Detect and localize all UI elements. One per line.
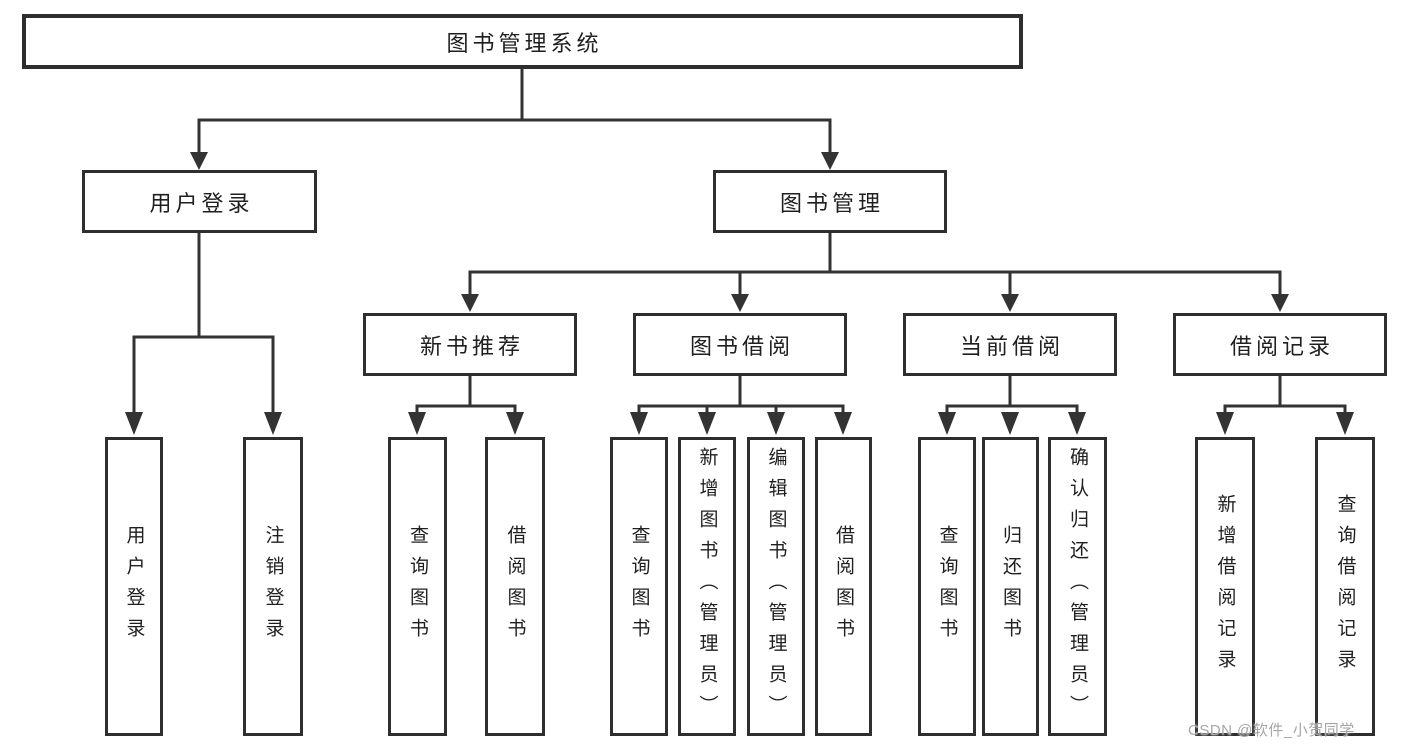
node-label: 借阅记录 xyxy=(1229,333,1334,359)
node-library-system: 图书管理系统 xyxy=(22,14,1023,69)
node-label: 当前借阅 xyxy=(959,333,1064,359)
leaf-add-borrow-record: 新增借阅记录 xyxy=(1195,437,1255,736)
leaf-label: 归还图书 xyxy=(1000,524,1021,649)
csdn-watermark: CSDN @软件_小贺同学 xyxy=(1188,722,1355,739)
node-label: 图书管理系统 xyxy=(446,30,603,56)
node-book-borrowing: 图书借阅 xyxy=(633,313,847,376)
node-label: 图书管理 xyxy=(779,190,884,216)
leaf-label: 确认归还（管理员） xyxy=(1067,447,1088,726)
node-label: 用户登录 xyxy=(149,190,254,216)
node-label: 图书借阅 xyxy=(689,333,794,359)
leaf-label: 查询图书 xyxy=(407,524,428,649)
leaf-label: 查询借阅记录 xyxy=(1334,493,1356,680)
node-new-book-recommendation: 新书推荐 xyxy=(363,313,577,376)
leaf-label: 用户登录 xyxy=(123,524,145,649)
node-label: 新书推荐 xyxy=(419,333,524,359)
leaf-label: 新增图书（管理员） xyxy=(696,447,718,726)
leaf-label: 借阅图书 xyxy=(504,524,526,649)
leaf-user-login: 用户登录 xyxy=(105,437,163,736)
leaf-return-books: 归还图书 xyxy=(982,437,1039,736)
leaf-logout-login: 注销登录 xyxy=(243,437,303,736)
leaf-confirm-return-admin: 确认归还（管理员） xyxy=(1048,437,1107,736)
leaf-borrow-books: 借阅图书 xyxy=(815,437,872,736)
node-borrowing-records: 借阅记录 xyxy=(1173,313,1387,376)
leaf-label: 查询图书 xyxy=(628,524,650,649)
leaf-query-books-recommend: 查询图书 xyxy=(388,437,447,736)
leaf-label: 注销登录 xyxy=(262,524,284,649)
node-user-login: 用户登录 xyxy=(82,170,317,233)
node-book-management: 图书管理 xyxy=(713,170,947,233)
leaf-borrow-books-recommend: 借阅图书 xyxy=(485,437,545,736)
node-current-borrowing: 当前借阅 xyxy=(903,313,1117,376)
leaf-add-books-admin: 新增图书（管理员） xyxy=(678,437,736,736)
leaf-query-books-borrow: 查询图书 xyxy=(610,437,668,736)
leaf-query-books-current: 查询图书 xyxy=(918,437,976,736)
leaf-query-borrow-record: 查询借阅记录 xyxy=(1315,437,1375,736)
leaf-label: 新增借阅记录 xyxy=(1214,493,1236,680)
leaf-label: 编辑图书（管理员） xyxy=(765,447,787,726)
leaf-label: 查询图书 xyxy=(936,524,958,649)
leaf-label: 借阅图书 xyxy=(833,524,854,649)
leaf-edit-books-admin: 编辑图书（管理员） xyxy=(747,437,805,736)
